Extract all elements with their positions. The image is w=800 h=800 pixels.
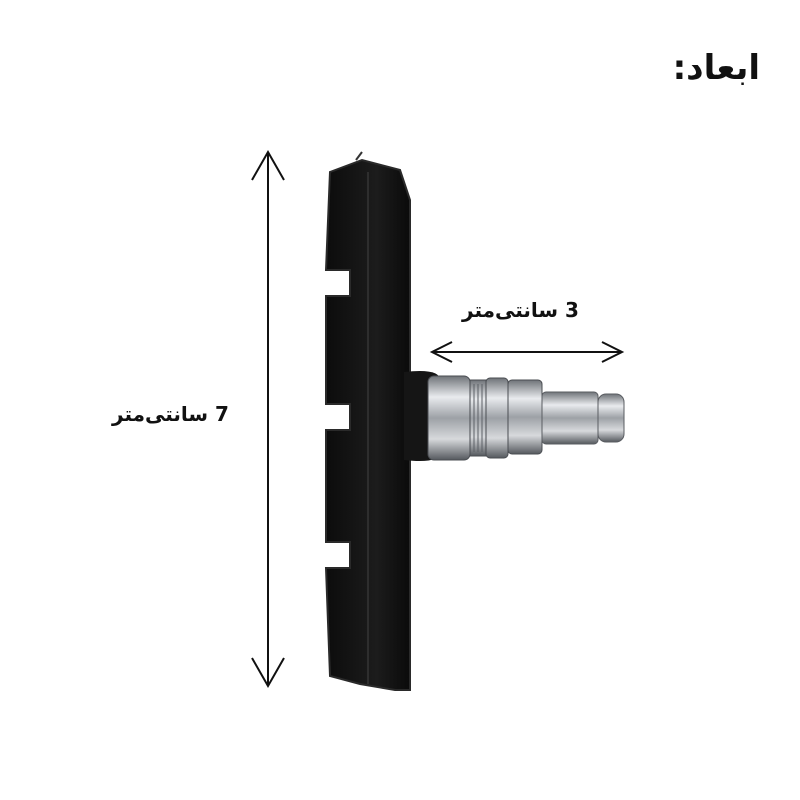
brake-pad: [324, 151, 411, 691]
depth-dimension-label: 3 سانتی‌متر: [462, 298, 579, 322]
length-arrow: [251, 149, 285, 689]
length-dimension-label: 7 سانتی‌متر: [112, 402, 229, 426]
dimensions-title: ابعاد:: [672, 48, 760, 88]
depth-arrow: [429, 341, 625, 363]
brake-stud: [404, 371, 625, 461]
